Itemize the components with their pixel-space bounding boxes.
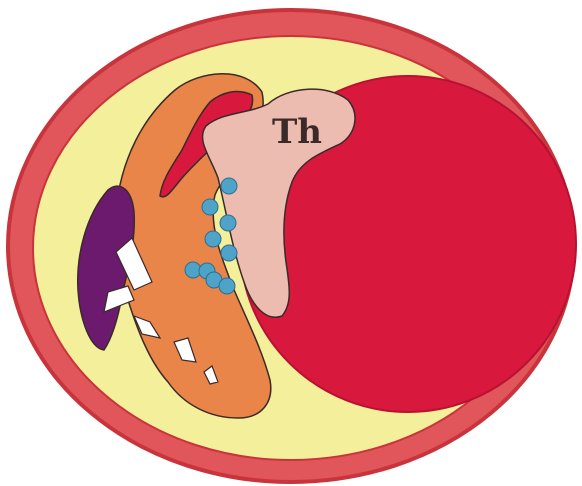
- th-label: Th: [272, 112, 322, 152]
- dot: [205, 231, 221, 247]
- dot: [221, 178, 237, 194]
- dot: [202, 199, 218, 215]
- dot: [221, 245, 237, 261]
- dot: [219, 278, 235, 294]
- dot: [220, 215, 236, 231]
